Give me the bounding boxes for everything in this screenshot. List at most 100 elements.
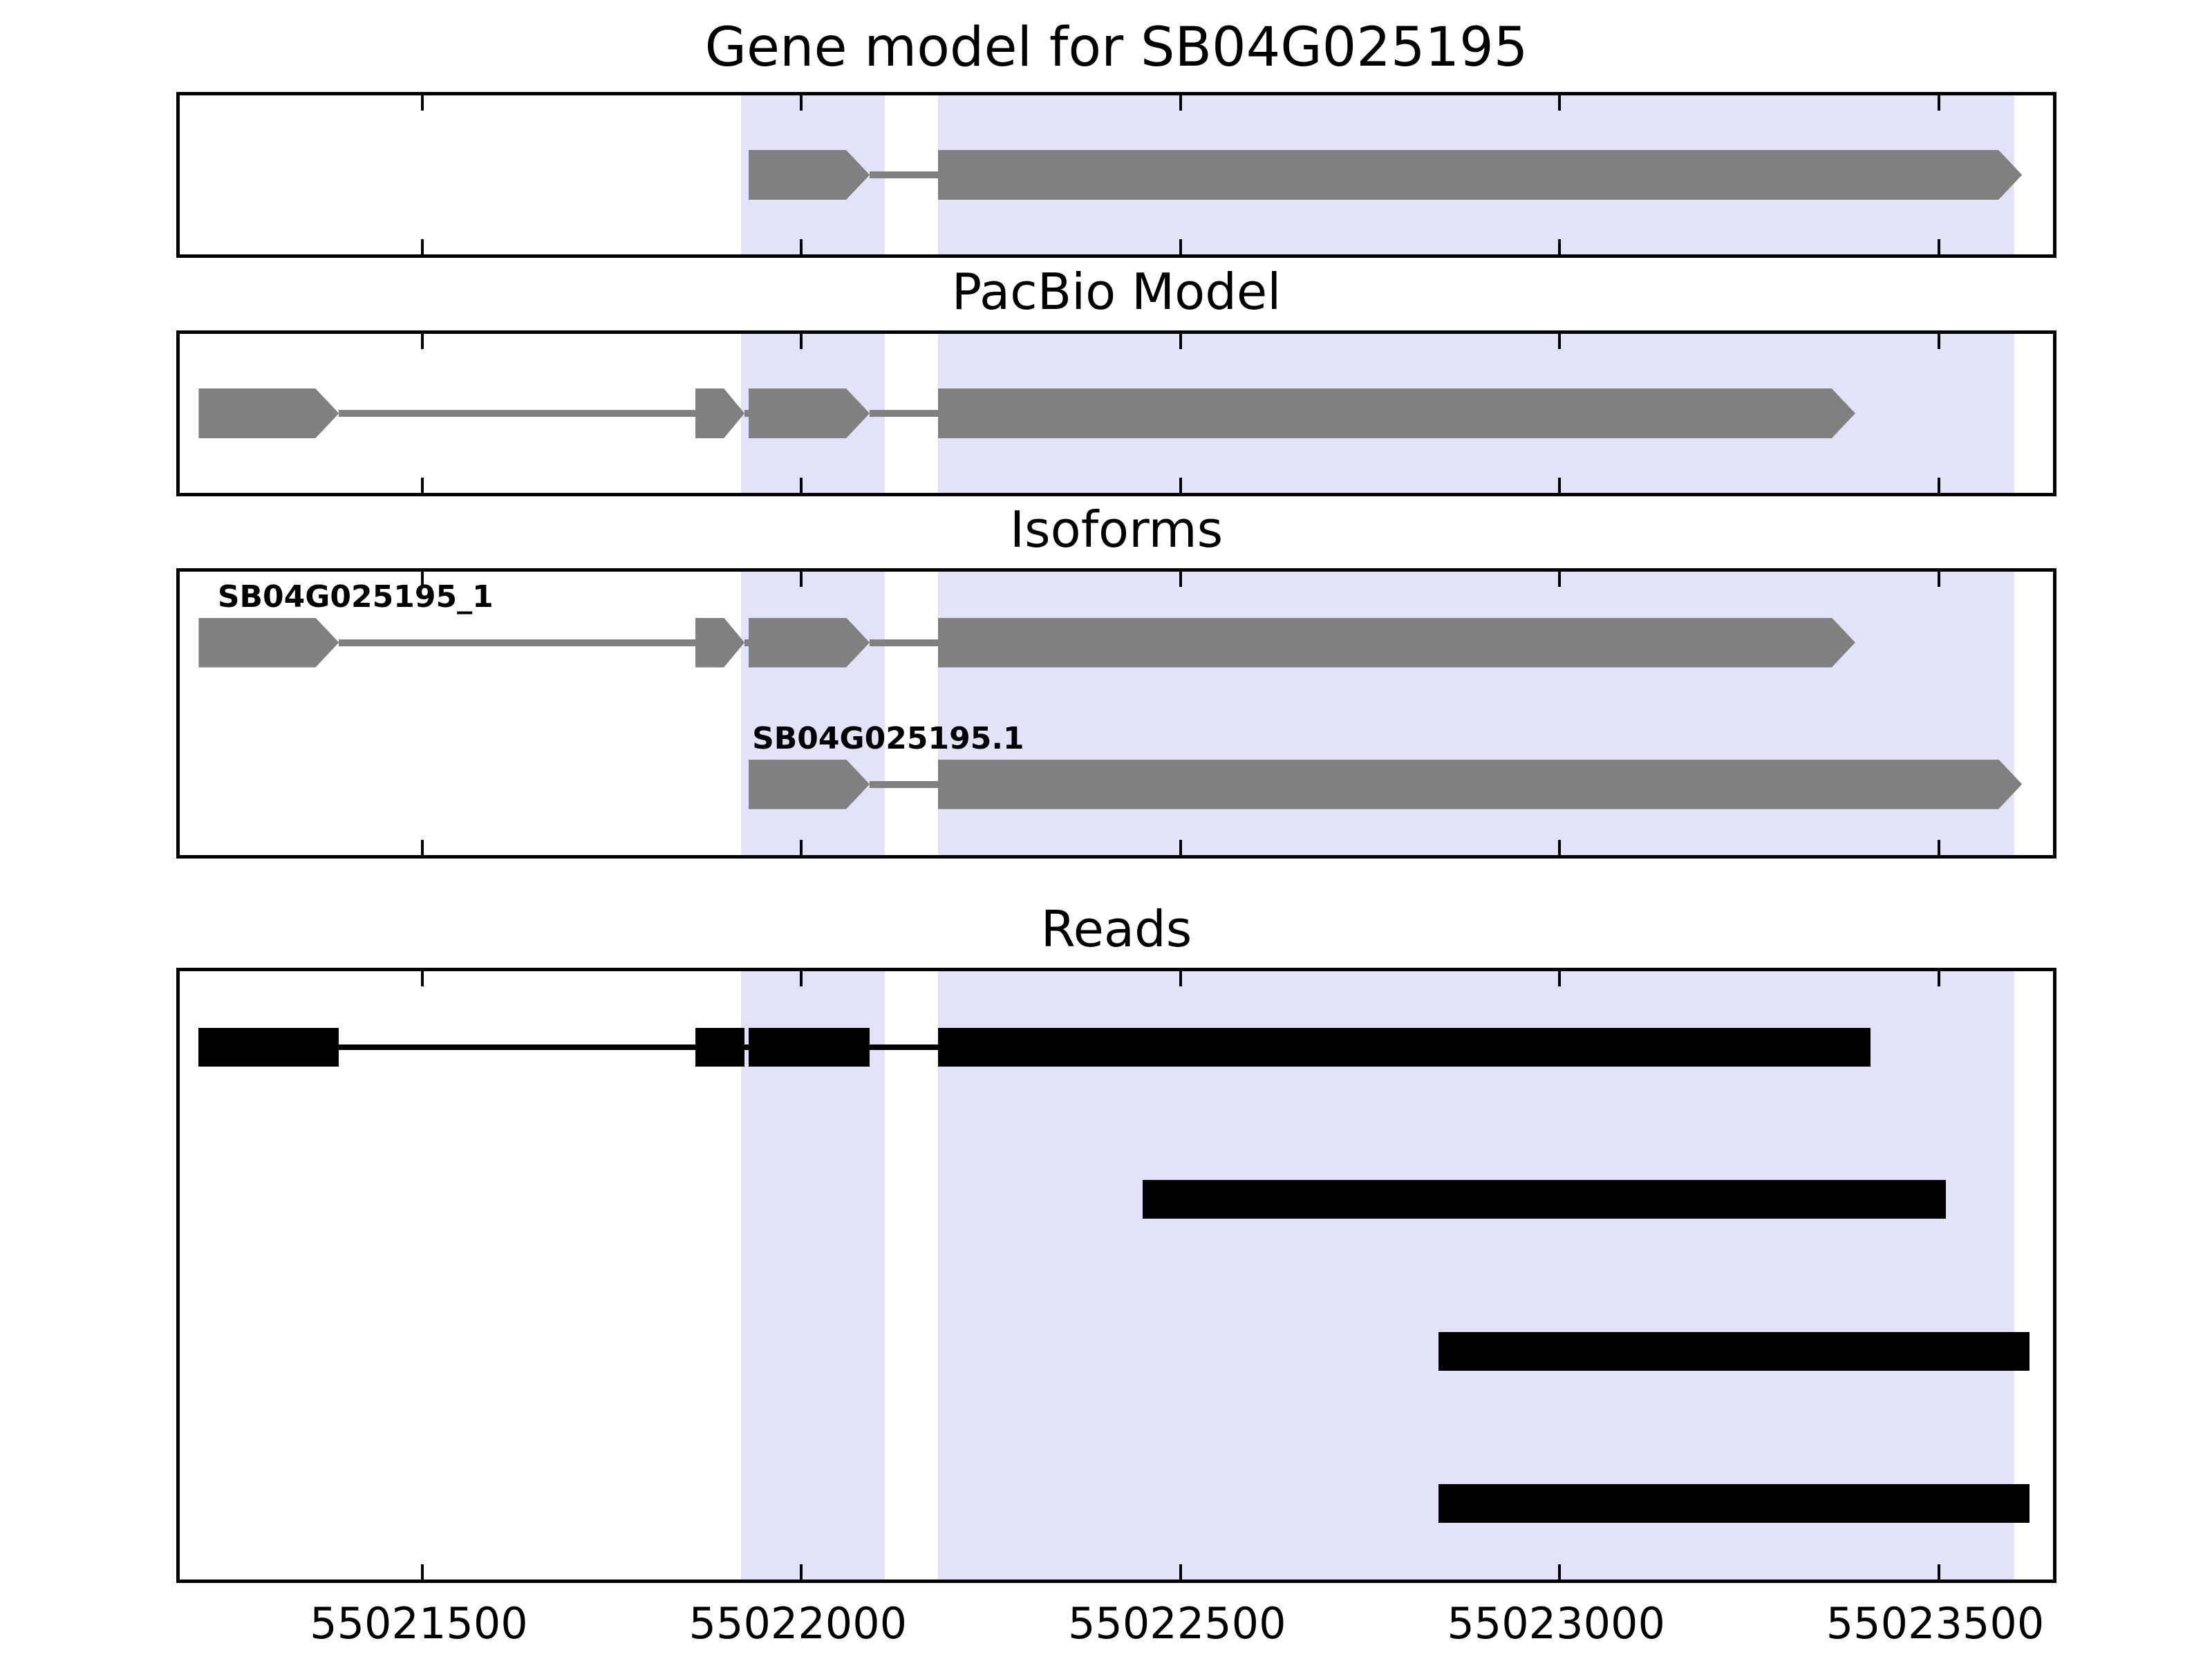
pacbio-model-track [180, 334, 2053, 493]
xtick-top-3 [1558, 95, 1562, 111]
page-title: Gene model for SB04G025195 [704, 17, 1528, 79]
isoform-track-1-exon-0-arrow-shape [198, 617, 339, 668]
xtick-top-4 [1937, 95, 1940, 111]
pacbio-model-track-exon-2 [748, 388, 870, 438]
pacbio-model-track-intron-2 [870, 410, 938, 417]
xtick-bottom-4 [1937, 478, 1940, 493]
panel-title-isoforms-panel: Isoforms [1009, 500, 1224, 559]
xtick-bottom-4 [1937, 840, 1940, 855]
xtick-top-1 [800, 95, 803, 111]
read-track-3 [180, 971, 2053, 1580]
gene-model-track-exon-1-arrow-shape [937, 150, 2023, 200]
pacbio-model-track-exon-3 [937, 388, 1855, 438]
isoform-track-1-intron-0 [339, 639, 695, 646]
xtick-bottom-1 [800, 840, 803, 855]
read-track-1-exon-0 [198, 1028, 339, 1067]
read-track-2 [180, 971, 2053, 1580]
isoform-track-2-exon-1 [937, 759, 2023, 809]
xtick-top-1 [800, 572, 803, 587]
xtick-bottom-3 [1558, 840, 1562, 855]
xtick-bottom-1 [800, 239, 803, 254]
xtick-bottom-1 [800, 1564, 803, 1580]
read-track-1 [180, 971, 2053, 1580]
read-track-1-intron-1 [744, 1044, 749, 1050]
isoform-track-1-exon-3 [937, 617, 1855, 668]
pacbio-model-track-intron-1 [744, 410, 749, 417]
gene-model-panel [176, 92, 2056, 258]
isoform-track-1-intron-2 [870, 639, 938, 646]
xtick-label-0: 55021500 [310, 1598, 528, 1649]
xtick-top-0 [420, 95, 424, 111]
isoform-track-2-exon-1-arrow-shape [937, 759, 2023, 809]
highlight-band-1 [937, 971, 2015, 1580]
xtick-top-0 [420, 572, 424, 587]
panel-title-reads-panel: Reads [1040, 900, 1192, 958]
xtick-top-2 [1179, 334, 1182, 349]
xtick-top-4 [1937, 572, 1940, 587]
xtick-top-2 [1179, 95, 1182, 111]
pacbio-model-track-exon-1-arrow-shape [695, 388, 745, 438]
xtick-bottom-3 [1558, 1564, 1562, 1580]
xtick-top-4 [1937, 971, 1940, 986]
xtick-bottom-2 [1179, 239, 1182, 254]
panel-title-pacbio-model-panel: PacBio Model [951, 263, 1282, 321]
xtick-bottom-4 [1937, 239, 1940, 254]
xtick-bottom-4 [1937, 1564, 1940, 1580]
isoform-track-2: SB04G025195.1 [180, 572, 2053, 855]
xtick-label-3: 55023000 [1447, 1598, 1665, 1649]
xtick-bottom-0 [420, 478, 424, 493]
pacbio-model-panel [176, 330, 2056, 496]
pacbio-model-track-exon-0-arrow-shape [198, 388, 339, 438]
pacbio-model-track-exon-3-arrow-shape [937, 388, 1855, 438]
pacbio-model-track-exon-1 [695, 388, 745, 438]
xtick-bottom-3 [1558, 239, 1562, 254]
read-track-4-exon-0 [1438, 1484, 2030, 1523]
xtick-top-3 [1558, 971, 1562, 986]
gene-model-track-intron-0 [870, 171, 938, 178]
xtick-top-1 [800, 334, 803, 349]
xtick-top-0 [420, 971, 424, 986]
read-track-2-exon-0 [1142, 1180, 1947, 1219]
isoform-track-1-label: SB04G025195_1 [217, 579, 494, 615]
read-track-1-intron-2 [870, 1044, 938, 1050]
gene-model-track [180, 95, 2053, 254]
xtick-top-4 [1937, 334, 1940, 349]
xtick-bottom-0 [420, 840, 424, 855]
gene-model-track-exon-1 [937, 150, 2023, 200]
isoform-track-2-exon-0 [748, 759, 870, 809]
gene-model-track-exon-0 [748, 150, 870, 200]
xtick-label-1: 55022000 [688, 1598, 908, 1649]
read-track-3-exon-0 [1438, 1332, 2030, 1371]
read-track-1-intron-0 [339, 1044, 695, 1050]
isoform-track-1-exon-3-arrow-shape [937, 617, 1855, 668]
xtick-top-2 [1179, 572, 1182, 587]
xtick-bottom-2 [1179, 1564, 1182, 1580]
xtick-bottom-1 [800, 478, 803, 493]
xtick-bottom-2 [1179, 840, 1182, 855]
xtick-bottom-3 [1558, 478, 1562, 493]
read-track-1-exon-3 [937, 1028, 1871, 1067]
xtick-bottom-0 [420, 1564, 424, 1580]
pacbio-model-track-exon-2-arrow-shape [748, 388, 870, 438]
isoform-track-2-exon-0-arrow-shape [748, 759, 870, 809]
highlight-band-0 [740, 971, 885, 1580]
reads-panel [176, 968, 2056, 1583]
read-track-1-exon-1 [695, 1028, 745, 1067]
xtick-top-2 [1179, 971, 1182, 986]
xtick-top-0 [420, 334, 424, 349]
isoform-track-2-label: SB04G025195.1 [752, 720, 1024, 756]
isoform-track-1-exon-2-arrow-shape [748, 617, 870, 668]
read-track-4 [180, 971, 2053, 1580]
xtick-label-2: 55022500 [1067, 1598, 1286, 1649]
xtick-bottom-2 [1179, 478, 1182, 493]
pacbio-model-track-intron-0 [339, 410, 695, 417]
xtick-label-4: 55023500 [1826, 1598, 2045, 1649]
xtick-top-3 [1558, 572, 1562, 587]
isoform-track-1-exon-2 [748, 617, 870, 668]
xtick-bottom-0 [420, 239, 424, 254]
isoform-track-1-exon-0 [198, 617, 339, 668]
isoform-track-2-intron-0 [870, 780, 938, 788]
isoform-track-1: SB04G025195_1 [180, 572, 2053, 855]
